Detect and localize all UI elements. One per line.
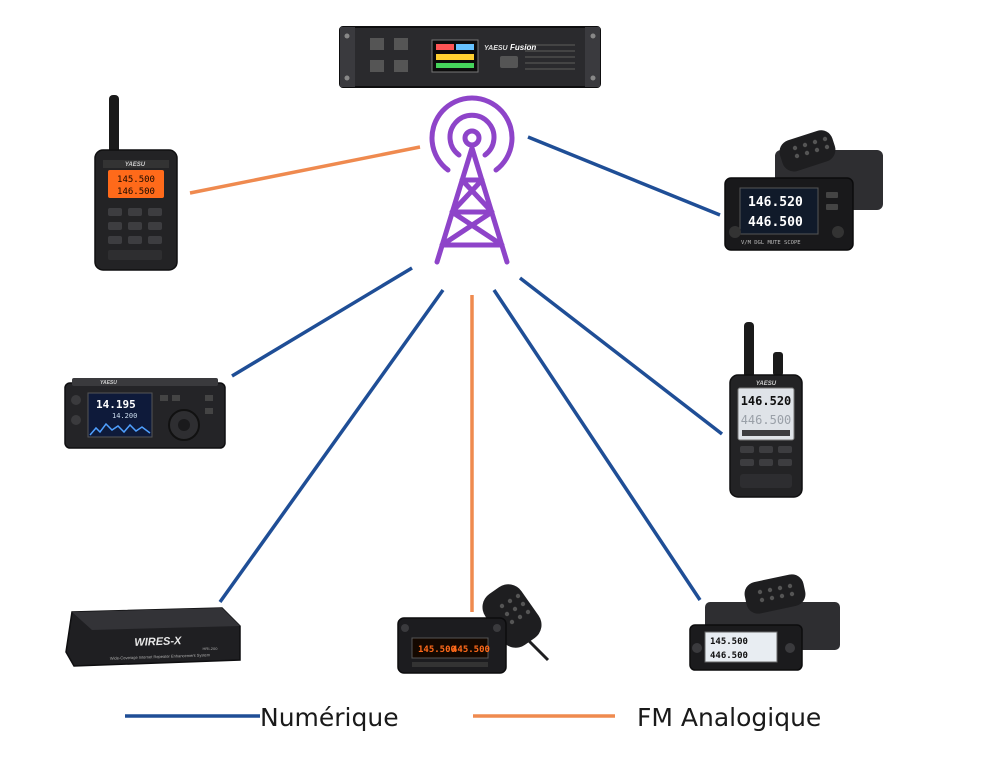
handheld-right-brand: YAESU: [756, 381, 777, 387]
mobile-top-right-line1: 146.520: [748, 195, 803, 210]
handheld-top-left-line1: 145.500: [117, 175, 155, 185]
link-analog-handheld-top-left: [189, 145, 421, 195]
hf-brand: YAESU: [100, 380, 117, 386]
link-digital-wires-node: [218, 288, 445, 604]
tower-top-node: [462, 128, 482, 148]
repeater-brand: YAESU: [484, 45, 509, 52]
hand-mic-bottom-right: [744, 574, 806, 614]
link-digital-mobile-top-right: [527, 135, 721, 217]
hf-freq-sub: 14.200: [112, 412, 137, 420]
wires-caption: Wide-Coverage Internet Repeater Enhancem…: [110, 652, 211, 661]
handheld-top-left-line2: 146.500: [117, 187, 155, 197]
repeater-vent: [525, 44, 575, 70]
mobile-top-right-menu: V/M DGL MUTE SCOPE: [741, 240, 801, 246]
link-digital-mobile-bottom-right: [492, 289, 702, 601]
handheld-right-line2: 446.500: [741, 413, 792, 427]
tower-outer-wave: [429, 95, 515, 173]
hf-freq: 14.195: [96, 398, 136, 411]
tower-body: [434, 145, 510, 265]
mobile-radio-top-right: 146.520 446.500 V/M DGL MUTE SCOPE: [724, 130, 883, 251]
wires-model: HRI-200: [203, 646, 219, 651]
mobile-bottom-right-line1: 145.500: [710, 637, 748, 647]
link-digital-handheld-right: [518, 276, 724, 436]
mobile-top-right-line2: 446.500: [748, 215, 803, 230]
antenna-tower-icon: [429, 95, 515, 265]
handheld-right-line1: 146.520: [741, 394, 792, 408]
mobile-bottom-right-line2: 446.500: [710, 651, 748, 661]
handheld-top-left-brand: YAESU: [125, 162, 146, 168]
wires-x-node: WIRES-X HRI-200 Wide-Coverage Internet R…: [65, 607, 241, 667]
legend-digital-label: Numérique: [260, 703, 399, 732]
connections: [189, 135, 724, 612]
mobile-bottom-center-line1: 145.500: [418, 645, 456, 655]
handheld-radio-top-left: YAESU 145.500 146.500: [94, 95, 178, 271]
mobile-radio-bottom-center: 145.500 445.500: [397, 584, 550, 674]
legend-analog-label: FM Analogique: [637, 703, 822, 732]
tower-inner-wave: [447, 112, 497, 158]
link-digital-hf-left: [231, 266, 413, 378]
repeater-model: Fusion: [510, 43, 536, 52]
handheld-radio-right: YAESU 146.520 446.500: [729, 322, 803, 498]
wires-brand: WIRES-X: [134, 635, 182, 649]
repeater: YAESU Fusion: [339, 26, 601, 88]
hf-transceiver-left: YAESU 14.195 14.200: [64, 378, 226, 449]
mobile-bottom-center-line2: 445.500: [452, 645, 490, 655]
hand-mic-top-right: [779, 130, 836, 172]
mobile-radio-bottom-right: 145.500 446.500: [689, 574, 840, 671]
